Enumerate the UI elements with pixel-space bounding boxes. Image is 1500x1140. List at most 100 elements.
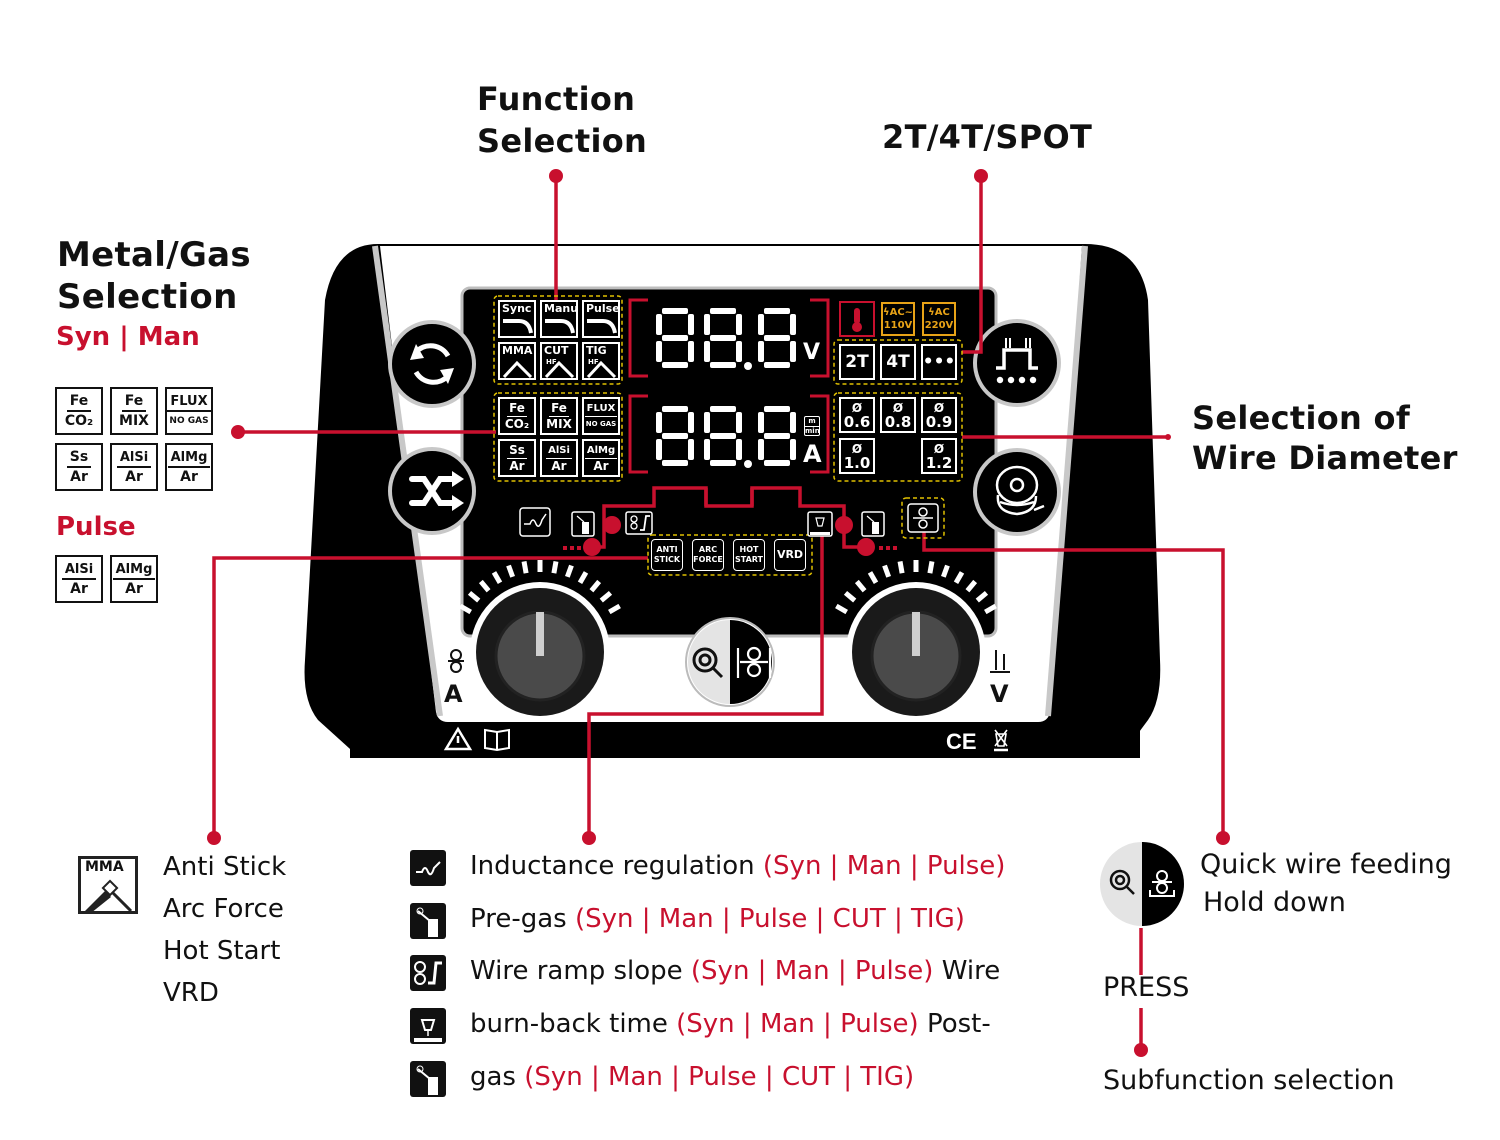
lcd-burn-back-icon bbox=[807, 511, 833, 537]
sub-tile-line1: VRD bbox=[776, 548, 804, 561]
diameter-symbol: Ø bbox=[933, 442, 945, 456]
voltage-torch-symbol bbox=[990, 650, 1010, 673]
subfunction-selection-label: Subfunction selection bbox=[1103, 1065, 1395, 1096]
subfunction-press-button[interactable] bbox=[686, 618, 774, 706]
display-current-digits bbox=[656, 406, 796, 468]
mode-2t4t-label: 2T/4T/SPOT bbox=[882, 118, 1093, 156]
gear-search-icon bbox=[692, 647, 724, 679]
display-segment bbox=[790, 341, 796, 362]
quick-feed-frame bbox=[901, 497, 945, 539]
subfunction-text: Pre-gas bbox=[470, 903, 575, 934]
indicator-line2: 220V bbox=[924, 320, 954, 331]
label-line: Selection of bbox=[1192, 399, 1411, 437]
tile-metal: AlMg bbox=[167, 450, 211, 468]
display-segment bbox=[656, 314, 662, 335]
mig-torch-icon bbox=[545, 319, 575, 334]
function-tile-sync: Sync bbox=[498, 300, 536, 338]
shuffle-icon bbox=[409, 476, 455, 506]
wire-diameter-button[interactable] bbox=[975, 450, 1059, 534]
display-segment bbox=[710, 308, 736, 314]
metal-gas-select-button[interactable] bbox=[390, 449, 474, 533]
label-line: Metal/Gas bbox=[57, 235, 251, 275]
pre-gas-icon bbox=[410, 902, 446, 939]
tile-hf: HF bbox=[546, 358, 557, 366]
display-segment bbox=[736, 314, 742, 335]
display-segment bbox=[764, 406, 790, 412]
tile-gas: NO GAS bbox=[585, 419, 617, 428]
diameter-symbol: Ø bbox=[851, 442, 863, 456]
trigger-mode-button[interactable] bbox=[975, 321, 1059, 405]
subfunction-row: Wire ramp slope (Syn | Man | Pulse) Wire bbox=[470, 951, 1000, 991]
mma-item-arc-force: Arc Force bbox=[163, 894, 284, 924]
subfunction-text: gas bbox=[470, 1061, 525, 1092]
tile-metal: Ss bbox=[507, 442, 527, 459]
tile-metal: AlSi bbox=[116, 450, 152, 468]
knob-tick bbox=[984, 603, 997, 615]
display-decimal-point bbox=[744, 362, 752, 370]
speed-unit: m min bbox=[804, 416, 820, 436]
knob-tick bbox=[867, 571, 879, 584]
indicator-line1: ϟAC bbox=[928, 307, 950, 318]
knob-tick bbox=[953, 571, 965, 584]
manual-book-icon bbox=[484, 728, 510, 752]
tile-gas: Ar bbox=[70, 580, 88, 597]
display-segment bbox=[736, 439, 742, 460]
diameter-group-frame bbox=[833, 392, 963, 482]
wire-feed-rollers-icon bbox=[736, 646, 772, 678]
display-segment bbox=[764, 362, 790, 368]
knob-tick bbox=[551, 560, 559, 574]
mma-sub-tile: VRD bbox=[774, 539, 806, 571]
welding-tool-icon bbox=[544, 360, 575, 378]
tile-gas: Ar bbox=[125, 580, 143, 597]
display-segment bbox=[758, 314, 764, 335]
display-segment bbox=[662, 335, 688, 341]
display-segment bbox=[736, 341, 742, 362]
display-segment bbox=[758, 412, 764, 433]
label-line: Wire Diameter bbox=[1192, 439, 1458, 477]
knob-tick bbox=[506, 564, 515, 578]
subfunction-modes: (Syn | Man | Pulse | CUT | TIG) bbox=[524, 1061, 915, 1092]
display-segment bbox=[656, 412, 662, 433]
knob-tick bbox=[608, 603, 621, 615]
display-segment bbox=[710, 335, 736, 341]
display-segment bbox=[790, 314, 796, 335]
wire-spool-icon bbox=[995, 465, 1045, 516]
diameter-symbol: Ø bbox=[892, 401, 904, 415]
display-segment bbox=[688, 439, 694, 460]
mma-icon-label: MMA bbox=[85, 859, 124, 875]
tile-metal: Fe bbox=[507, 400, 527, 417]
mma-functions-list: Anti Stick Arc Force Hot Start VRD bbox=[163, 846, 286, 1014]
subfunction-tail: Wire bbox=[933, 956, 1001, 987]
current-unit: A bbox=[803, 440, 822, 468]
voltage-unit: V bbox=[803, 340, 821, 365]
tile-metal: Ss bbox=[66, 449, 92, 468]
knob-tick bbox=[478, 579, 491, 593]
unit-numerator: m bbox=[805, 417, 819, 427]
function-select-button[interactable] bbox=[390, 322, 474, 406]
tile-gas: MIX bbox=[546, 416, 572, 431]
tile-metal: Fe bbox=[121, 393, 147, 412]
tile-label: Manu bbox=[544, 302, 578, 315]
display-segment bbox=[662, 406, 688, 412]
knob-tick bbox=[965, 579, 978, 593]
tile-metal: FLUX bbox=[584, 402, 618, 417]
mma-item-anti-stick: Anti Stick bbox=[163, 852, 287, 882]
subfunction-row: Pre-gas (Syn | Man | Pulse | CUT | TIG) bbox=[470, 899, 965, 939]
display-segment bbox=[790, 439, 796, 460]
subfunction-tail: Post- bbox=[918, 1009, 991, 1040]
tile-gas: MIX bbox=[119, 412, 149, 429]
tile-metal: FLUX bbox=[167, 394, 211, 412]
display-segment bbox=[710, 362, 736, 368]
lcd-wire-ramp-icon bbox=[625, 511, 653, 535]
diameter-value: 0.9 bbox=[925, 413, 953, 431]
display-frame-top bbox=[628, 298, 830, 378]
display-segment bbox=[764, 335, 790, 341]
wire-speed-knob[interactable] bbox=[470, 582, 610, 722]
voltage-knob[interactable] bbox=[846, 582, 986, 722]
